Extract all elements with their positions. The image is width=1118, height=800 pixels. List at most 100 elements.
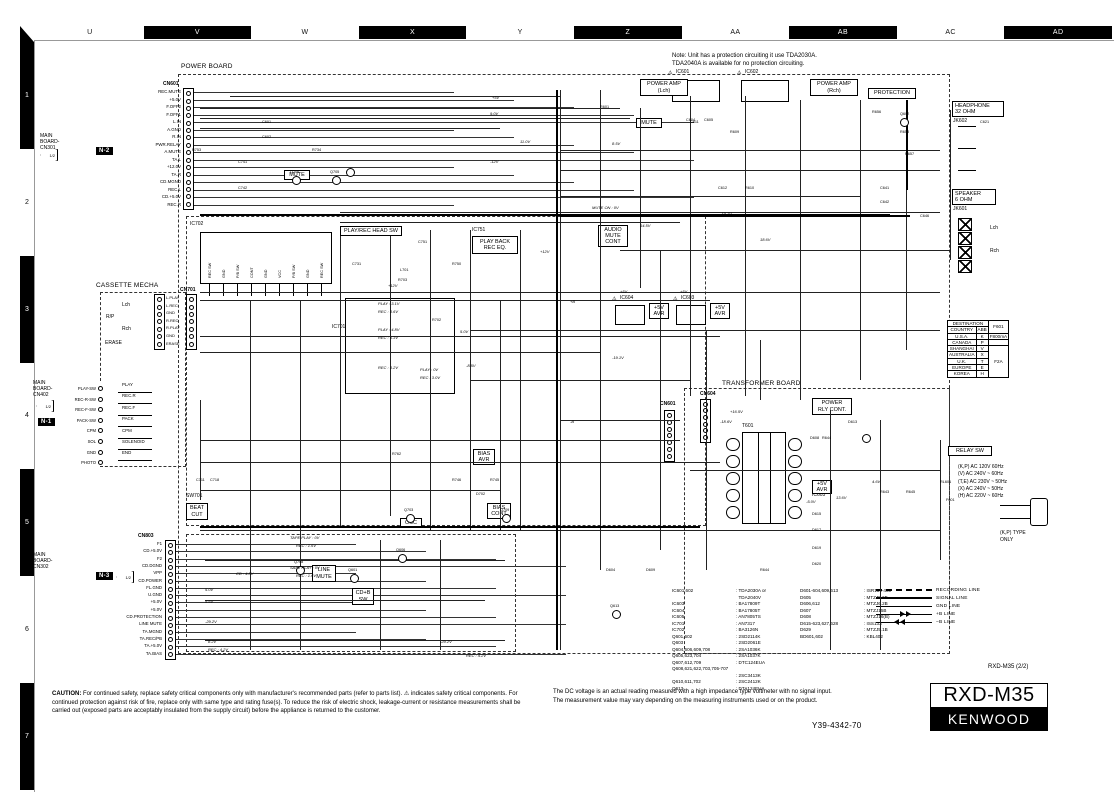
- cn601-top-label: CN601: [163, 81, 179, 87]
- ic702-label: IC702: [190, 221, 204, 227]
- wire-h: [200, 352, 600, 353]
- component-ref-c611: C611: [690, 120, 699, 124]
- transformer-core: [742, 432, 786, 524]
- parts1-ref-16: Q613: [672, 685, 684, 691]
- wire-h: [205, 560, 505, 561]
- parts2-val-4: : MTZJ16(B): [864, 614, 890, 620]
- speaker-rch-label: Rch: [990, 248, 999, 254]
- ac-note-1: (V) AC 240V ~ 60Hz: [958, 471, 1004, 478]
- parts1-ref-12: Q607,612,709: [672, 659, 702, 665]
- row-marker-1: 1: [20, 42, 34, 149]
- cn803-pin-16: TA.BIAS: [145, 650, 162, 656]
- caution-note: CAUTION: For continued safety, replace s…: [52, 690, 532, 716]
- ac-note-3: (X) AC 240V ~ 50Hz: [958, 485, 1004, 492]
- component-ref-r656: R656: [872, 110, 882, 114]
- parts1-row-11: Q605,623,704: 2SA1037K: [672, 653, 796, 660]
- voltage-annotation-3: -12V: [490, 159, 499, 164]
- cd-b-sw-block: CD+B SW: [352, 588, 374, 605]
- cn803-pin-3: F2: [156, 555, 162, 561]
- wire-h: [200, 214, 890, 216]
- component-ref-r644: R644: [822, 436, 832, 440]
- parts1-row-14: : 2SC3413K: [672, 673, 796, 680]
- cn601-top-connector[interactable]: [183, 88, 194, 210]
- wire-h: [690, 530, 940, 531]
- corner-wedge: [20, 26, 34, 42]
- row-marker-3: 3: [20, 255, 34, 363]
- dest-abb-3: X: [975, 351, 989, 359]
- nav-badge-n2[interactable]: N-2: [96, 147, 113, 155]
- component-ref-q602: Q602: [900, 112, 910, 116]
- ic751-label: IC751: [472, 227, 486, 233]
- transformer-core-line-1: [758, 432, 759, 524]
- transistor-symbol-5: [296, 566, 305, 575]
- transistor-symbol-4: [502, 514, 511, 523]
- legend-label-4: −B LINE: [936, 619, 956, 625]
- power-rly-cont-block: POWER RLY CONT.: [812, 398, 852, 415]
- wire-v: [800, 100, 801, 400]
- cn601-pin-6: A.GND: [167, 126, 181, 132]
- parts1-ref-13: Q608,621,622,703,705-707: [672, 666, 729, 672]
- cassette-left-pin-photo: PHOTO: [81, 460, 96, 466]
- ic701-label: IC701: [332, 324, 346, 330]
- cassette-pin-3: GND: [166, 310, 175, 316]
- parts1-val-15: : 2SC2412K: [736, 679, 761, 685]
- headphone-contact-1: [958, 126, 976, 135]
- dc-voltage-note: The DC voltage is an actual reading meas…: [553, 689, 832, 704]
- cn604-connector[interactable]: [700, 399, 711, 443]
- dest-fuse-usa: F800mA: [987, 332, 1010, 340]
- cn803-connector[interactable]: [165, 540, 176, 660]
- parts1-row-12: Q607,612,709: DTC124EUA: [672, 660, 796, 667]
- wire-v: [600, 90, 601, 570]
- nav-badge-n1[interactable]: N-1: [38, 418, 55, 426]
- parts2-row-3: D607: MTZJ15B: [800, 608, 924, 615]
- power-amp-rch-block: POWER AMP (Rch): [810, 79, 858, 96]
- parts1-row-0: IC601,602: TDA2030A or: [672, 588, 796, 595]
- parts2-ref-4: D608: [800, 614, 811, 620]
- cassette-mecha-connector[interactable]: [154, 294, 165, 350]
- nav-badge-n3[interactable]: N-3: [96, 572, 113, 580]
- main-board-cn302-label: MAIN BOARD- CN302: [33, 552, 53, 570]
- cn701-connector[interactable]: [186, 294, 197, 350]
- beat-cut-block: BEAT CUT: [186, 503, 208, 520]
- cn803-pin-9: +5.0V: [150, 599, 162, 605]
- nav-arrow-cn402[interactable]: 1/2: [36, 400, 54, 412]
- cn803-label: CN803: [138, 533, 154, 539]
- voltage-annotation-38: MUTE ON : 0V: [592, 205, 619, 210]
- voltage-annotation-35: REC : 1.6V: [296, 543, 317, 548]
- cassette-left-pin-sol: SOL: [87, 439, 96, 444]
- transistor-symbol-3: [406, 514, 415, 523]
- parts1-row-15: Q610,611,702: 2SC2412K: [672, 679, 796, 686]
- cn601-xfmr-connector[interactable]: [664, 410, 675, 462]
- column-marker-Z: Z: [574, 26, 682, 39]
- voltage-annotation-6: 14.5V: [640, 223, 651, 228]
- row-marker-2: 2: [25, 198, 29, 206]
- legend-item-1: SIGNAL LINE: [876, 594, 980, 602]
- avr5-block-2: +5V AVR: [710, 303, 730, 319]
- component-ref-d608: D608: [810, 436, 820, 440]
- power-board-title: POWER BOARD: [181, 63, 233, 70]
- wire-v: [950, 110, 951, 260]
- voltage-annotation-40: +12V: [540, 249, 550, 254]
- voltage-annotation-5: -19.1V: [720, 211, 732, 216]
- ic602-label: IC602: [745, 69, 759, 75]
- column-marker-W: W: [301, 29, 309, 36]
- parts1-ref-9: Q603: [672, 640, 684, 646]
- parts1-row-3: IC604: BA17805T: [672, 608, 796, 615]
- parts2-row-5: D615-623,627,628: ISS133: [800, 621, 924, 628]
- transformer-core-line-2: [770, 432, 771, 524]
- wire-h: [560, 150, 940, 151]
- headphone-contact-2: [958, 148, 976, 157]
- voltage-annotation-9: +5V: [680, 289, 688, 294]
- main-board-cn301-label: MAIN BOARD- CN301: [40, 133, 60, 151]
- dest-fuse-blank: [987, 338, 1010, 347]
- dest-fuse-blank2: F2A: [987, 345, 1010, 378]
- cassette-mecha-title: CASSETTE MECHA: [96, 282, 159, 289]
- wire-h: [230, 96, 560, 97]
- wire-h: [200, 462, 720, 463]
- component-ref-c718: C718: [210, 478, 220, 482]
- parts1-row-4: IC605: AN7805TS: [672, 614, 796, 621]
- component-ref-c621: C621: [980, 120, 990, 124]
- ic702-pin-2: GND: [222, 269, 226, 278]
- component-ref-r703: R703: [398, 278, 408, 282]
- legend-item-2: GND LINE: [876, 602, 980, 610]
